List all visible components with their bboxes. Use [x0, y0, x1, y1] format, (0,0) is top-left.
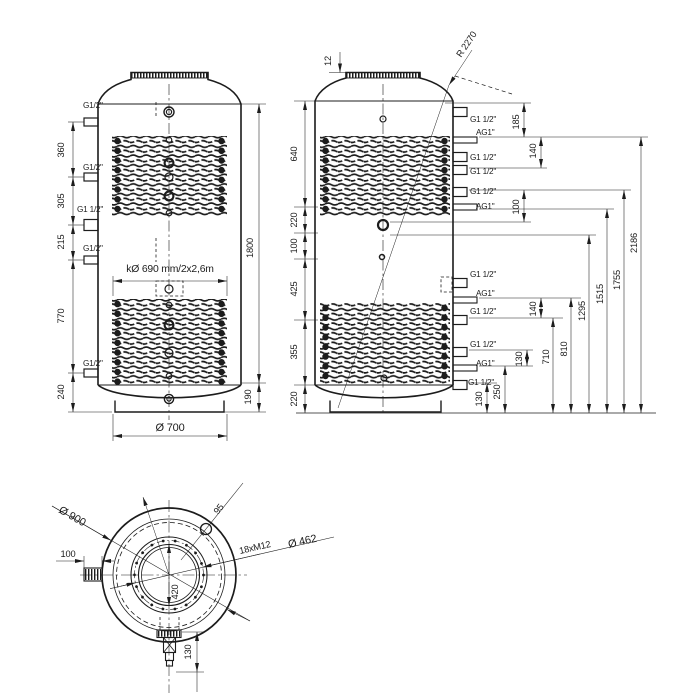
side-dim-640: 640	[289, 147, 299, 162]
side-port-l5: AG1"	[476, 359, 495, 368]
side-port-u3: G1 1/2"	[470, 153, 496, 162]
front-port-labels: G1/2" G1/2" G1 1/2" G1/2" G1/2"	[77, 101, 104, 368]
front-dim-240: 240	[56, 385, 66, 400]
side-dim-12: 12	[323, 56, 333, 66]
side-port-u6: AG1"	[476, 202, 495, 211]
front-tank-outline	[97, 71, 242, 413]
side-dim-2186: 2186	[629, 233, 639, 253]
side-port-labels-upper: G1 1/2" AG1" G1 1/2" G1 1/2" G1 1/2" AG1…	[470, 115, 497, 211]
side-flange-dim: 12	[323, 52, 346, 73]
side-dim-810: 810	[559, 342, 569, 357]
side-dim-130b: 130	[474, 392, 484, 407]
front-dim-360: 360	[56, 143, 66, 158]
side-upper-coil	[320, 136, 450, 218]
side-left-dim-chain: 640 220 100 425 355 220	[289, 100, 318, 413]
side-detail-dims: 185 140 100 140 130 250 130	[474, 103, 543, 413]
side-port-l2: AG1"	[476, 289, 495, 298]
side-port-l4: G1 1/2"	[470, 340, 496, 349]
side-dim-220b: 220	[289, 392, 299, 407]
side-port-u5: G1 1/2"	[470, 187, 496, 196]
front-dim-305: 305	[56, 194, 66, 209]
bottom-dim-900: Ø 900	[57, 504, 88, 529]
bottom-view: Ø 900 95 18xM12 Ø 462 420 100	[51, 482, 335, 693]
side-dim-100u: 100	[511, 200, 521, 215]
side-port-labels-lower: G1 1/2" AG1" G1 1/2" G1 1/2" AG1" G1 1/2…	[468, 270, 497, 387]
side-dim-140l: 140	[528, 302, 538, 317]
side-dim-1755: 1755	[612, 270, 622, 290]
front-port-label-4: G1/2"	[83, 244, 103, 253]
side-dim-1295: 1295	[577, 301, 587, 321]
bottom-dim-100: 100	[61, 549, 76, 559]
side-dim-425: 425	[289, 282, 299, 297]
sensor-port	[199, 522, 213, 536]
side-port-l3: G1 1/2"	[470, 307, 496, 316]
bottom-dim-95: 95	[212, 502, 226, 516]
front-view: G1/2" G1/2" G1 1/2" G1/2" G1/2" 360 305 …	[56, 71, 266, 441]
side-view: 12 R 2270 G1 1/2" AG1" G1 1/2" G1 1/2" G…	[289, 30, 656, 415]
side-port-u4: G1 1/2"	[470, 167, 496, 176]
bottom-side-stub: 100	[56, 549, 114, 582]
side-dim-250: 250	[492, 385, 502, 400]
side-dim-710: 710	[541, 350, 551, 365]
front-port-label-5: G1/2"	[83, 359, 103, 368]
front-dim-1800: 1800	[245, 238, 255, 258]
front-diameter-dim: Ø 700	[112, 414, 228, 441]
bottom-dim-18xm12: 18xM12	[238, 539, 271, 556]
front-dim-215: 215	[56, 235, 66, 250]
side-height-dims: 710 810 1295 1515 1755 2186	[296, 137, 656, 414]
front-ports	[155, 106, 184, 405]
bottom-dim-462: Ø 462	[287, 533, 318, 551]
side-fittings	[440, 106, 478, 391]
bottom-bolt-dim: 18xM12 Ø 462	[109, 533, 335, 589]
front-port-label-2: G1/2"	[83, 163, 103, 172]
side-dim-185: 185	[511, 115, 521, 130]
bottom-drain-stub: 130	[156, 617, 204, 692]
side-dim-355: 355	[289, 345, 299, 360]
front-port-label-1: G1/2"	[83, 101, 103, 110]
side-dim-r2270: R 2270	[454, 30, 478, 59]
side-port-l6: G1 1/2"	[468, 378, 494, 387]
bottom-dim-130: 130	[183, 645, 193, 660]
front-coil-note: kØ 690 mm/2x2,6m	[126, 264, 213, 275]
front-dim-190: 190	[243, 390, 253, 405]
bottom-sensor-dim: 95	[180, 482, 244, 561]
front-left-dim-chain: 360 305 215 770 240	[56, 121, 112, 413]
bottom-dim-420: 420	[170, 585, 180, 600]
side-extension-lines	[390, 102, 648, 384]
side-dim-130l: 130	[514, 352, 524, 367]
side-ports	[376, 115, 390, 382]
front-upper-coil	[112, 136, 227, 218]
side-dim-1515: 1515	[595, 284, 605, 304]
front-height-dims: 1800 190	[224, 103, 266, 413]
front-port-label-3: G1 1/2"	[77, 205, 103, 214]
side-port-l1: G1 1/2"	[470, 270, 496, 279]
side-dim-140u: 140	[528, 144, 538, 159]
side-dim-100a: 100	[289, 239, 299, 254]
front-coil-dim: kØ 690 mm/2x2,6m	[112, 264, 228, 296]
side-lower-coil	[320, 303, 450, 385]
side-port-u2: AG1"	[476, 128, 495, 137]
front-dim-diameter: Ø 700	[156, 422, 185, 434]
bottom-inner-dim: 420	[167, 544, 180, 606]
front-dim-770: 770	[56, 309, 66, 324]
front-lower-coil	[112, 299, 227, 387]
side-dim-220a: 220	[289, 213, 299, 228]
side-port-u1: G1 1/2"	[470, 115, 496, 124]
